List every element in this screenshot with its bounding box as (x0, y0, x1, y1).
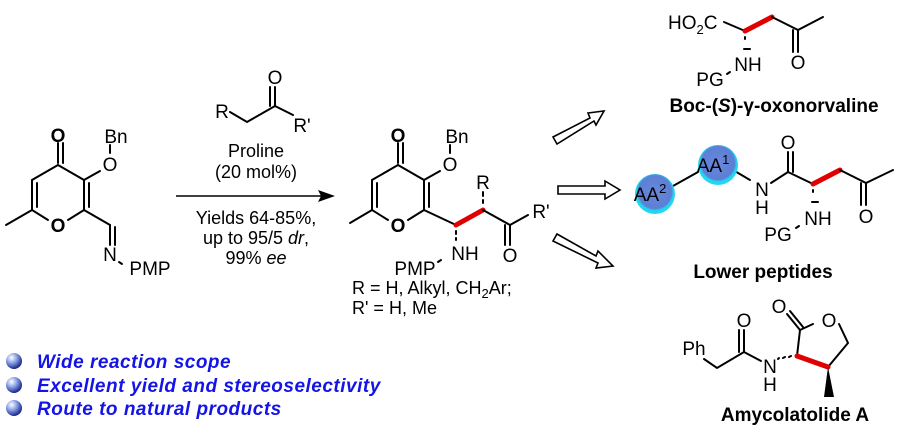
atom-bn: Bn (445, 127, 468, 148)
highlight-item: Wide reaction scope (37, 352, 231, 373)
scope-r: R = H, Alkyl, CH2Ar; (352, 278, 512, 301)
yield-text: Yields 64-85%, (196, 208, 316, 228)
atom-o: O (737, 311, 752, 332)
atom-n: N (763, 357, 777, 378)
atom-nh: NH (804, 209, 831, 230)
atom-r-prime: R' (532, 202, 549, 223)
atom-n: N (755, 180, 769, 201)
atom-o: O (391, 216, 406, 237)
compound-name-oxonorvaline: Boc-(S)-γ-oxonorvaline (669, 96, 878, 117)
atom-pg: PG (764, 225, 791, 246)
atom-o: O (51, 216, 66, 237)
highlights-list: Wide reaction scope Excellent yield and … (6, 352, 382, 420)
atom-pmp: PMP (394, 259, 435, 280)
atom-r: R (476, 173, 490, 194)
scope-r-prime: R' = H, Me (352, 298, 437, 318)
atom-o: O (391, 126, 406, 147)
bullet-icon (6, 353, 22, 369)
catalyst-loading: (20 mol%) (215, 162, 297, 182)
atom-ph: Ph (682, 339, 705, 360)
reagent-r: R (215, 102, 229, 123)
atom-ho2c: HO2C (668, 13, 717, 37)
atom-pg: PG (696, 70, 723, 91)
atom-h: H (755, 198, 769, 219)
open-arrow-icon (551, 232, 615, 269)
amino-acid-bead-1 (698, 145, 738, 185)
atom-o: O (443, 155, 458, 176)
bullet-icon (6, 400, 22, 416)
open-arrow-icon (557, 179, 622, 201)
atom-n: N (103, 245, 117, 266)
atom-o: O (822, 311, 837, 332)
atom-o: O (772, 297, 787, 318)
highlight-item: Route to natural products (37, 399, 282, 420)
atom-o: O (781, 133, 796, 154)
bead-label-aa1: AA1 (697, 152, 730, 177)
atom-pmp: PMP (129, 259, 170, 280)
open-arrow-icon (551, 110, 606, 146)
reaction-conditions: R O R' Proline (20 mol%) Yields 64-85%, … (176, 68, 335, 268)
catalyst-label: Proline (228, 141, 284, 161)
ee-text: 99% ee (225, 248, 286, 268)
transformation-arrows (551, 110, 622, 269)
bead-label-aa2: AA2 (634, 181, 667, 206)
product: O O O Bn R R' O NH PMP R = H, Alkyl, CH2… (349, 126, 550, 318)
target-amycolatolide: Ph O N H O O Amycolatolide A (682, 297, 869, 426)
target-peptide: AA2 AA1 N H O NH PG O Lower peptides (634, 133, 894, 283)
atom-o: O (791, 53, 806, 74)
bullet-icon (6, 377, 22, 393)
compound-name-peptides: Lower peptides (693, 262, 832, 283)
reagent-o: O (268, 68, 283, 89)
atom-o: O (503, 246, 518, 267)
arrow-head-icon (318, 190, 335, 202)
reagent-r-prime: R' (293, 116, 310, 137)
atom-o: O (859, 207, 874, 228)
atom-o: O (103, 155, 118, 176)
amino-acid-bead-2 (635, 174, 675, 214)
atom-o: O (51, 126, 66, 147)
wedge-bond (824, 367, 834, 397)
atom-h: H (763, 375, 777, 396)
atom-nh: NH (734, 55, 761, 76)
starting-material: O O O Bn N PMP (5, 126, 171, 280)
compound-name-amycolatolide: Amycolatolide A (721, 405, 869, 426)
atom-nh: NH (451, 244, 478, 265)
dr-text: up to 95/5 dr, (203, 228, 309, 248)
target-oxonorvaline: HO2C NH PG O Boc-(S)-γ-oxonorvaline (668, 13, 879, 117)
atom-bn: Bn (104, 127, 127, 148)
highlight-item: Excellent yield and stereoselectivity (37, 376, 382, 397)
